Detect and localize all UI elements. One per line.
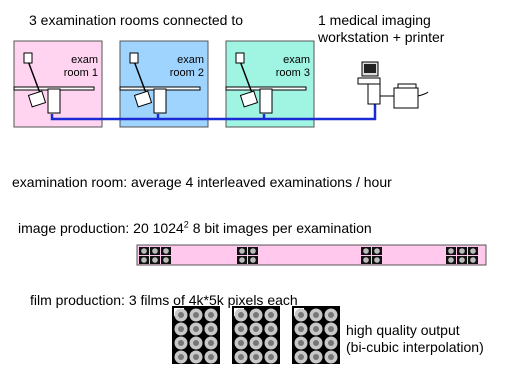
image-thumbnail xyxy=(372,256,382,264)
image-strip xyxy=(136,244,487,266)
image-thumbnail xyxy=(361,247,371,255)
image-thumbnail xyxy=(237,247,247,255)
image-thumbnail xyxy=(248,256,258,264)
image-thumbnail xyxy=(161,256,171,264)
image-thumbnail xyxy=(248,247,258,255)
xray-icon xyxy=(225,52,307,114)
image-thumbnail xyxy=(237,256,247,264)
films-group xyxy=(172,306,340,364)
xray-icon xyxy=(13,52,95,114)
image-production-suffix: 8 bit images per examination xyxy=(188,220,372,236)
film-sheet xyxy=(232,306,280,364)
image-thumbnail xyxy=(361,256,371,264)
network-bus xyxy=(50,98,377,121)
printer-icon xyxy=(393,83,429,109)
exam-rate-text: examination room: average 4 interleaved … xyxy=(12,174,392,190)
film-sheet xyxy=(292,306,340,364)
output-note-line2: (bi-cubic interpolation) xyxy=(346,339,484,355)
room-label-3: exam room 3 xyxy=(275,54,310,79)
output-note-line1: high quality output xyxy=(346,322,460,338)
film-production-text: film production: 3 films of 4k*5k pixels… xyxy=(30,292,298,308)
image-thumbnail xyxy=(150,247,160,255)
image-thumbnail xyxy=(139,256,149,264)
image-thumbnail xyxy=(150,256,160,264)
image-thumbnail xyxy=(446,256,456,264)
film-sheet xyxy=(172,306,220,364)
workstation-heading: 1 medical imaging workstation + printer xyxy=(318,12,445,45)
image-thumbnail xyxy=(457,247,467,255)
image-thumbnail xyxy=(372,247,382,255)
xray-icon xyxy=(119,52,201,114)
image-production-exponent: 2 xyxy=(183,219,189,230)
rooms-heading: 3 examination rooms connected to xyxy=(29,12,244,28)
image-thumbnail xyxy=(161,247,171,255)
image-thumbnail xyxy=(457,256,467,264)
image-thumbnail xyxy=(468,256,478,264)
image-production-text: image production: 20 10242 8 bit images … xyxy=(18,220,372,236)
image-strip-background xyxy=(136,244,487,266)
image-production-prefix: image production: 20 1024 xyxy=(18,220,184,236)
image-thumbnail xyxy=(139,247,149,255)
room-label-1: exam room 1 xyxy=(63,54,98,79)
image-thumbnail xyxy=(446,247,456,255)
image-thumbnail xyxy=(468,247,478,255)
workstation-icon xyxy=(357,61,394,105)
image-thumbnails xyxy=(139,247,478,264)
network-diagram xyxy=(13,40,429,128)
room-label-2: exam room 2 xyxy=(169,54,204,79)
